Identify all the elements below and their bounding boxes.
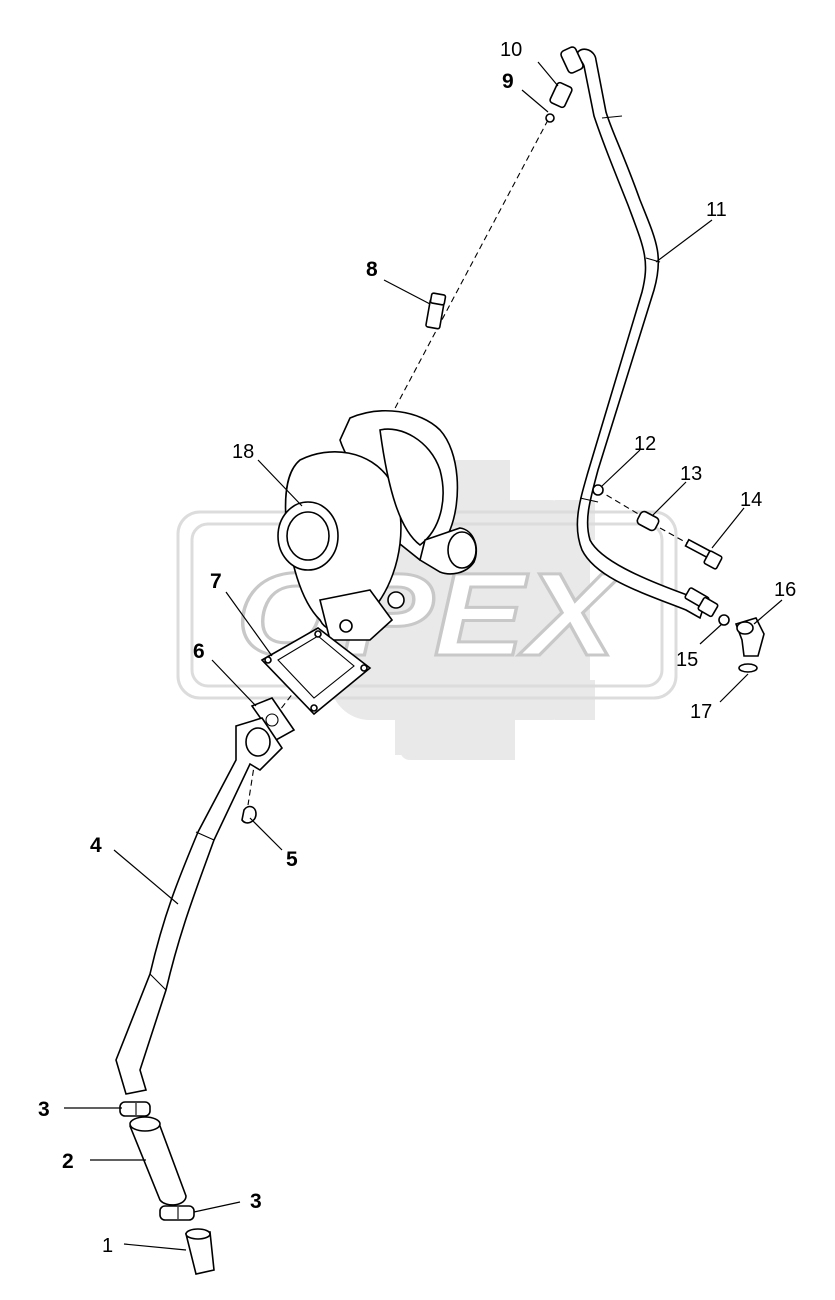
- washer-15: [718, 614, 730, 626]
- callout-12: 12: [634, 433, 656, 455]
- bolt-14: [684, 538, 723, 570]
- clamp-12: [592, 484, 604, 496]
- callout-15: 15: [676, 649, 698, 671]
- callout-14: 14: [740, 489, 762, 511]
- clamp-3b: [159, 1205, 195, 1221]
- callout-11: 11: [706, 199, 727, 221]
- callout-10: 10: [500, 39, 522, 61]
- callout-9: 9: [502, 70, 514, 93]
- clamp-3a: [119, 1101, 151, 1117]
- callout-1: 1: [102, 1235, 113, 1257]
- callout-3a: 3: [38, 1098, 50, 1121]
- leader-lines: [64, 61, 783, 1251]
- clip-5: [241, 805, 257, 824]
- ring-17: [738, 663, 758, 673]
- callout-8: 8: [366, 258, 378, 281]
- callout-16: 16: [774, 579, 796, 601]
- oil-return-pipe: [115, 717, 284, 1095]
- callout-13: 13: [680, 463, 702, 485]
- callout-6: 6: [193, 640, 205, 663]
- gasket-7: [260, 627, 372, 716]
- elbow-fitting-16: [734, 617, 765, 657]
- callout-4: 4: [90, 834, 102, 857]
- hose-2: [129, 1116, 187, 1206]
- spacer-13: [636, 510, 660, 532]
- callout-7: 7: [210, 570, 222, 593]
- turbocharger: [277, 410, 478, 641]
- callout-3b: 3: [250, 1190, 262, 1213]
- callout-17: 17: [690, 701, 712, 723]
- callout-18: 18: [232, 441, 254, 463]
- fitting-10: [545, 81, 573, 123]
- callout-5: 5: [286, 848, 298, 871]
- callout-labels: 1 2 3 3 4 5 6 7 8 9 10 11 12 13 14 15 16…: [38, 39, 796, 1257]
- callout-2: 2: [62, 1150, 74, 1173]
- tube-1: [184, 1228, 215, 1275]
- bolt-8: [425, 292, 447, 330]
- oil-feed-pipe: [560, 46, 719, 620]
